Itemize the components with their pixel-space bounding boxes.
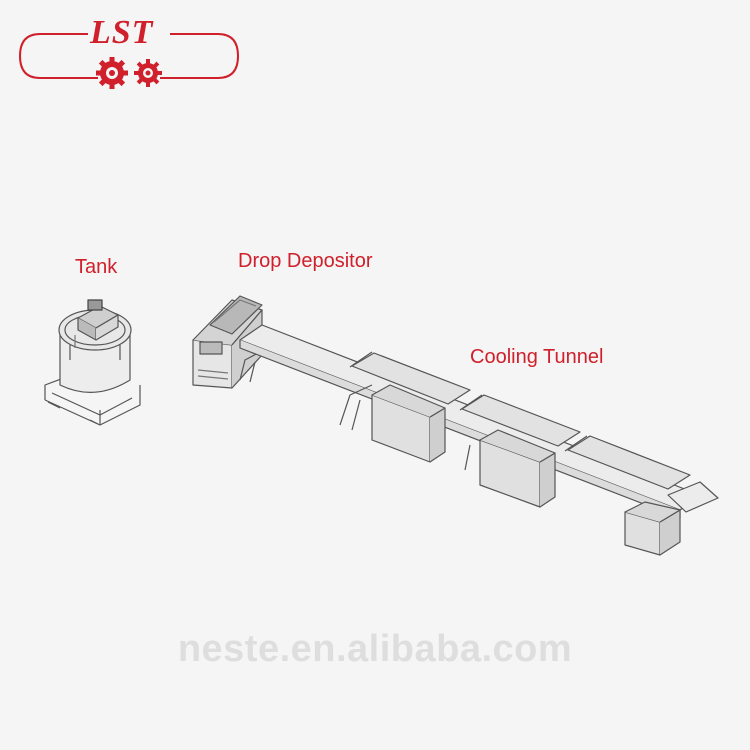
watermark: neste.en.alibaba.com	[177, 628, 573, 670]
gear-icon	[96, 57, 128, 89]
logo-frame	[18, 33, 240, 89]
cooling-tunnel	[239, 324, 719, 556]
gear-icon	[134, 59, 162, 87]
brand-logo: LST	[0, 0, 260, 100]
logo-text: LST	[90, 14, 154, 51]
label-cooling-tunnel: Cooling Tunnel	[470, 346, 604, 368]
tank-machine	[44, 299, 141, 426]
label-tank: Tank	[75, 256, 118, 278]
label-drop-depositor: Drop Depositor	[238, 250, 373, 272]
